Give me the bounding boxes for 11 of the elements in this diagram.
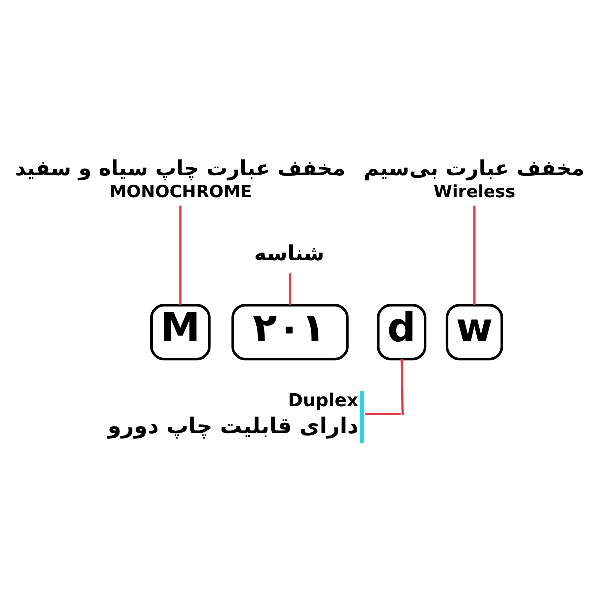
node-box: M (150, 304, 211, 360)
connector (180, 205, 182, 305)
node-label: Duplex (288, 390, 359, 412)
connector (474, 205, 476, 305)
node-box: ۲۰۱ (232, 304, 349, 360)
connector (400, 358, 404, 415)
connector (289, 273, 292, 305)
node-box: d (377, 304, 427, 360)
node-text: شناسه (254, 240, 325, 265)
node-box: w (446, 304, 504, 360)
node-label: دارای قابلیت چاپ دورو (108, 414, 359, 440)
